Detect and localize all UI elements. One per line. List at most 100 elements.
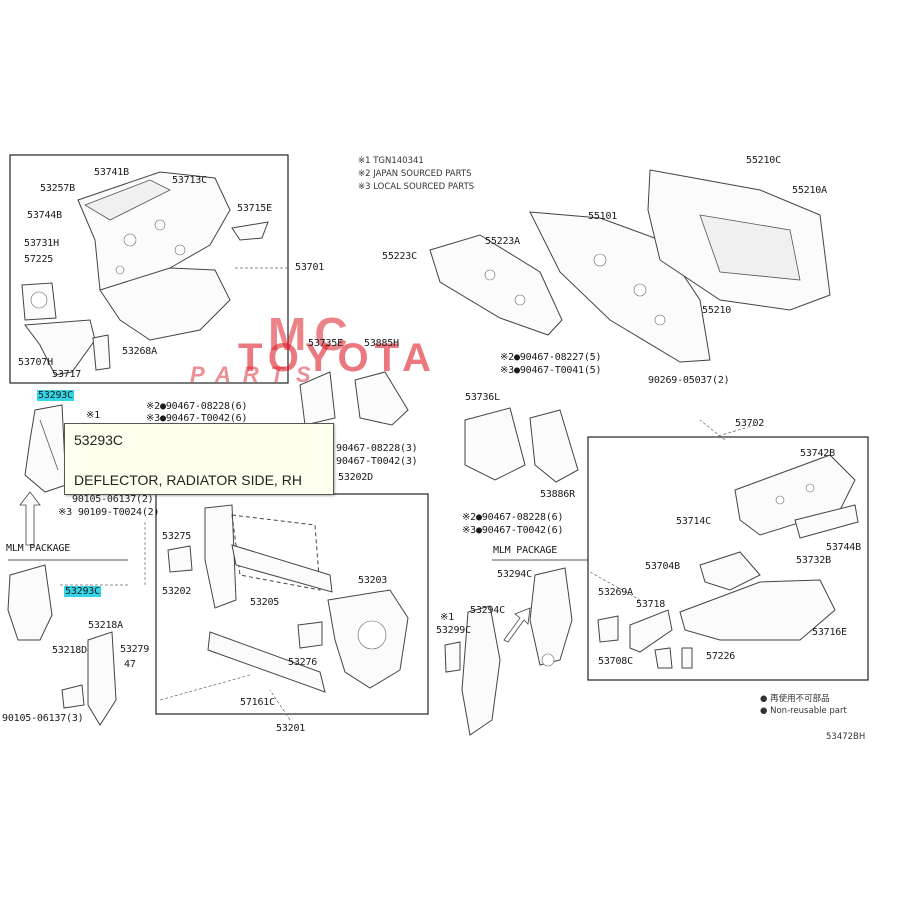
label-fastener-6[interactable]: ※3 90109-T0024(2) <box>58 507 160 518</box>
label-57225[interactable]: 57225 <box>24 254 54 265</box>
label-53218A[interactable]: 53218A <box>88 620 123 631</box>
label-53708C[interactable]: 53708C <box>598 656 633 667</box>
label-53735E[interactable]: 53735E <box>308 338 343 349</box>
bracket-53708C[interactable] <box>654 647 673 669</box>
label-53202[interactable]: 53202 <box>162 586 192 597</box>
clip-57226[interactable] <box>681 647 693 669</box>
label-53886R[interactable]: 53886R <box>540 489 575 500</box>
label-53201[interactable]: 53201 <box>276 723 306 734</box>
legend-non-reusable: ● Non-reusable part <box>760 706 847 716</box>
radiator-support-53202[interactable] <box>204 504 321 609</box>
label-mlm-package-left: MLM PACKAGE <box>6 543 71 554</box>
insulator-53735E[interactable] <box>299 371 336 426</box>
label-53731H[interactable]: 53731H <box>24 238 59 249</box>
label-53714C[interactable]: 53714C <box>676 516 711 527</box>
radiator-support-upper-53205[interactable] <box>231 544 333 593</box>
label-55210[interactable]: 55210 <box>702 305 732 316</box>
label-53268A[interactable]: 53268A <box>122 346 157 357</box>
watermark-mc: MC <box>268 308 356 360</box>
bracket-57225[interactable] <box>21 282 57 321</box>
deflector-53293C-mlm[interactable] <box>7 564 53 641</box>
label-57161C[interactable]: 57161C <box>240 697 275 708</box>
label-53736L[interactable]: 53736L <box>465 392 500 403</box>
diagram-code: 53472BH <box>826 732 866 742</box>
label-53257B[interactable]: 53257B <box>40 183 75 194</box>
label-53744B-b[interactable]: 53744B <box>826 542 861 553</box>
label-53293C-mlm[interactable]: 53293C <box>64 586 101 597</box>
label-fastener-3[interactable]: 90467-08228(3) <box>336 443 418 454</box>
label-53732B[interactable]: 53732B <box>796 555 831 566</box>
label-53707H[interactable]: 53707H <box>18 357 53 368</box>
label-53713C[interactable]: 53713C <box>172 175 207 186</box>
label-53701[interactable]: 53701 <box>295 262 325 273</box>
label-fastener-10[interactable]: 90269-05037(2) <box>648 375 730 386</box>
label-53293C-highlighted[interactable]: 53293C <box>37 390 74 401</box>
label-53275[interactable]: 53275 <box>162 531 192 542</box>
label-53717[interactable]: 53717 <box>52 369 82 380</box>
group-box-53701 <box>9 154 289 384</box>
bracket-53744B[interactable] <box>794 504 859 539</box>
label-55101[interactable]: 55101 <box>588 211 618 222</box>
label-fastener-5[interactable]: 90105-06137(2) <box>72 494 154 505</box>
label-55210A[interactable]: 55210A <box>792 185 827 196</box>
label-53279[interactable]: 53279 <box>120 644 150 655</box>
label-53716E[interactable]: 53716E <box>812 627 847 638</box>
label-53294C[interactable]: 53294C <box>470 605 505 616</box>
insulator-53885H[interactable] <box>354 371 409 426</box>
label-fastener-11[interactable]: ※2●90467-08228(6) <box>462 512 564 523</box>
dash-silencer-55210[interactable] <box>647 169 831 311</box>
dash-bracket-55223A[interactable] <box>429 234 563 336</box>
seal-53886R[interactable] <box>529 409 579 483</box>
apron-panel-53744B[interactable] <box>99 267 231 341</box>
label-fastener-4[interactable]: 90467-T0042(3) <box>336 456 418 467</box>
label-53885H[interactable]: 53885H <box>364 338 399 349</box>
label-fastener-8[interactable]: ※2●90467-08227(5) <box>500 352 602 363</box>
clip-53715E[interactable] <box>231 221 269 241</box>
label-53704B[interactable]: 53704B <box>645 561 680 572</box>
label-53205[interactable]: 53205 <box>250 597 280 608</box>
label-53715E[interactable]: 53715E <box>237 203 272 214</box>
label-fastener-12[interactable]: ※3●90467-T0042(6) <box>462 525 564 536</box>
label-53718[interactable]: 53718 <box>636 599 666 610</box>
label-55223C[interactable]: 55223C <box>382 251 417 262</box>
apron-upper-part-53713C[interactable] <box>77 171 231 301</box>
label-53742B[interactable]: 53742B <box>800 448 835 459</box>
part-tooltip: 53293C DEFLECTOR, RADIATOR SIDE, RH <box>64 423 334 495</box>
label-47: 47 <box>124 659 136 670</box>
note-1: ※1 TGN140341 <box>358 156 424 166</box>
label-53269A[interactable]: 53269A <box>598 587 633 598</box>
bracket-53275[interactable] <box>167 545 193 573</box>
label-57226[interactable]: 57226 <box>706 651 736 662</box>
label-53218D[interactable]: 53218D <box>52 645 87 656</box>
deflector-53293C[interactable] <box>24 404 67 493</box>
bracket-53268A[interactable] <box>92 334 111 371</box>
label-fastener-9[interactable]: ※3●90467-T0041(5) <box>500 365 602 376</box>
label-53299C[interactable]: 53299C <box>436 625 471 636</box>
bracket-53707H-53717[interactable] <box>24 319 96 376</box>
label-53276[interactable]: 53276 <box>288 657 318 668</box>
apron-53704B[interactable] <box>699 551 761 591</box>
bracket-53218A-53218D[interactable] <box>61 631 117 726</box>
note-2: ※2 JAPAN SOURCED PARTS <box>358 169 472 179</box>
label-fastener-1[interactable]: ※2●90467-08228(6) <box>146 401 248 412</box>
label-53203[interactable]: 53203 <box>358 575 388 586</box>
label-55223A[interactable]: 55223A <box>485 236 520 247</box>
seal-53736L[interactable] <box>464 407 526 481</box>
label-fastener-7[interactable]: 90105-06137(3) <box>2 713 84 724</box>
apron-lower-53716E[interactable] <box>679 579 836 641</box>
lower-support-57161C[interactable] <box>207 631 326 693</box>
label-53294C-mlm[interactable]: 53294C <box>497 569 532 580</box>
radiator-support-side-53203[interactable] <box>327 589 409 689</box>
deflector-53294C-mlm[interactable] <box>529 567 573 667</box>
label-53202D[interactable]: 53202D <box>338 472 373 483</box>
bracket-53269A[interactable] <box>597 615 619 643</box>
deflector-53294C[interactable] <box>461 605 501 736</box>
label-55210C[interactable]: 55210C <box>746 155 781 166</box>
seal-53299C[interactable] <box>444 641 461 673</box>
bracket-53718[interactable] <box>629 609 673 653</box>
label-fastener-2[interactable]: ※3●90467-T0042(6) <box>146 413 248 424</box>
stay-53276[interactable] <box>297 621 323 649</box>
label-53702[interactable]: 53702 <box>735 418 765 429</box>
label-53744B-a[interactable]: 53744B <box>27 210 62 221</box>
label-53741B[interactable]: 53741B <box>94 167 129 178</box>
